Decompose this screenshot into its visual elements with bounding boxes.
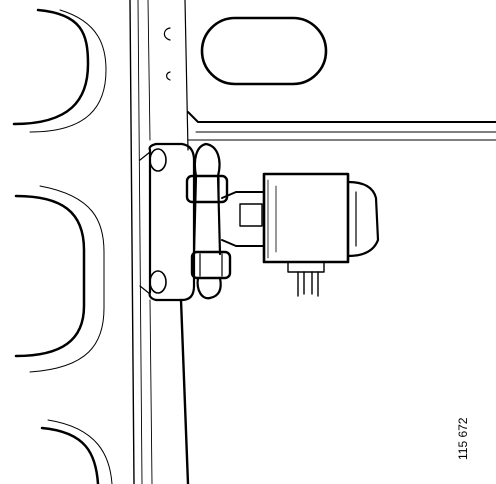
frame-line-2 — [137, 0, 143, 484]
tee-fitting — [185, 142, 232, 300]
frame-post — [129, 0, 190, 484]
solenoid-valve — [221, 172, 380, 297]
fitting-pipe-top — [193, 142, 221, 178]
figure-id-label: 115 672 — [456, 417, 470, 461]
lower-nut-detail — [199, 253, 223, 277]
fitting-body — [192, 174, 222, 256]
bracket-screw-bottom — [149, 270, 167, 294]
coil-body — [262, 172, 350, 264]
valve-port — [239, 203, 263, 227]
cutout-bottom — [40, 426, 100, 484]
cutout-top-inner — [29, 9, 107, 133]
screw-hole-2 — [166, 71, 171, 81]
coil-shading — [267, 179, 277, 259]
bracket-screw-top — [149, 148, 167, 172]
connector-base — [287, 261, 325, 273]
left-cutouts — [12, 8, 113, 484]
frame-line-4 — [184, 0, 189, 151]
frame-line-1 — [129, 0, 135, 484]
valve-neck — [221, 191, 265, 247]
frame-line-3 — [147, 0, 151, 141]
bracket-body — [148, 142, 196, 302]
coil-cap — [346, 180, 380, 258]
cutout-middle-inner — [29, 185, 105, 373]
cutout-top — [12, 8, 90, 126]
bracket-flange — [139, 151, 151, 295]
panel-opening — [187, 16, 496, 141]
opening-slot — [200, 16, 328, 86]
frame-line-5 — [179, 298, 190, 484]
lower-nut — [190, 250, 232, 280]
cutout-middle — [14, 194, 86, 358]
cutout-bottom-inner — [47, 419, 113, 484]
frame-line-6 — [149, 299, 153, 484]
upper-nut-detail — [194, 177, 220, 201]
connector-pins — [297, 271, 319, 297]
mounting-bracket — [139, 142, 196, 302]
upper-nut — [185, 174, 229, 204]
screw-hole-1 — [163, 27, 171, 41]
fitting-pipe-bottom — [196, 276, 222, 300]
panel-edge-line-1 — [187, 111, 496, 123]
